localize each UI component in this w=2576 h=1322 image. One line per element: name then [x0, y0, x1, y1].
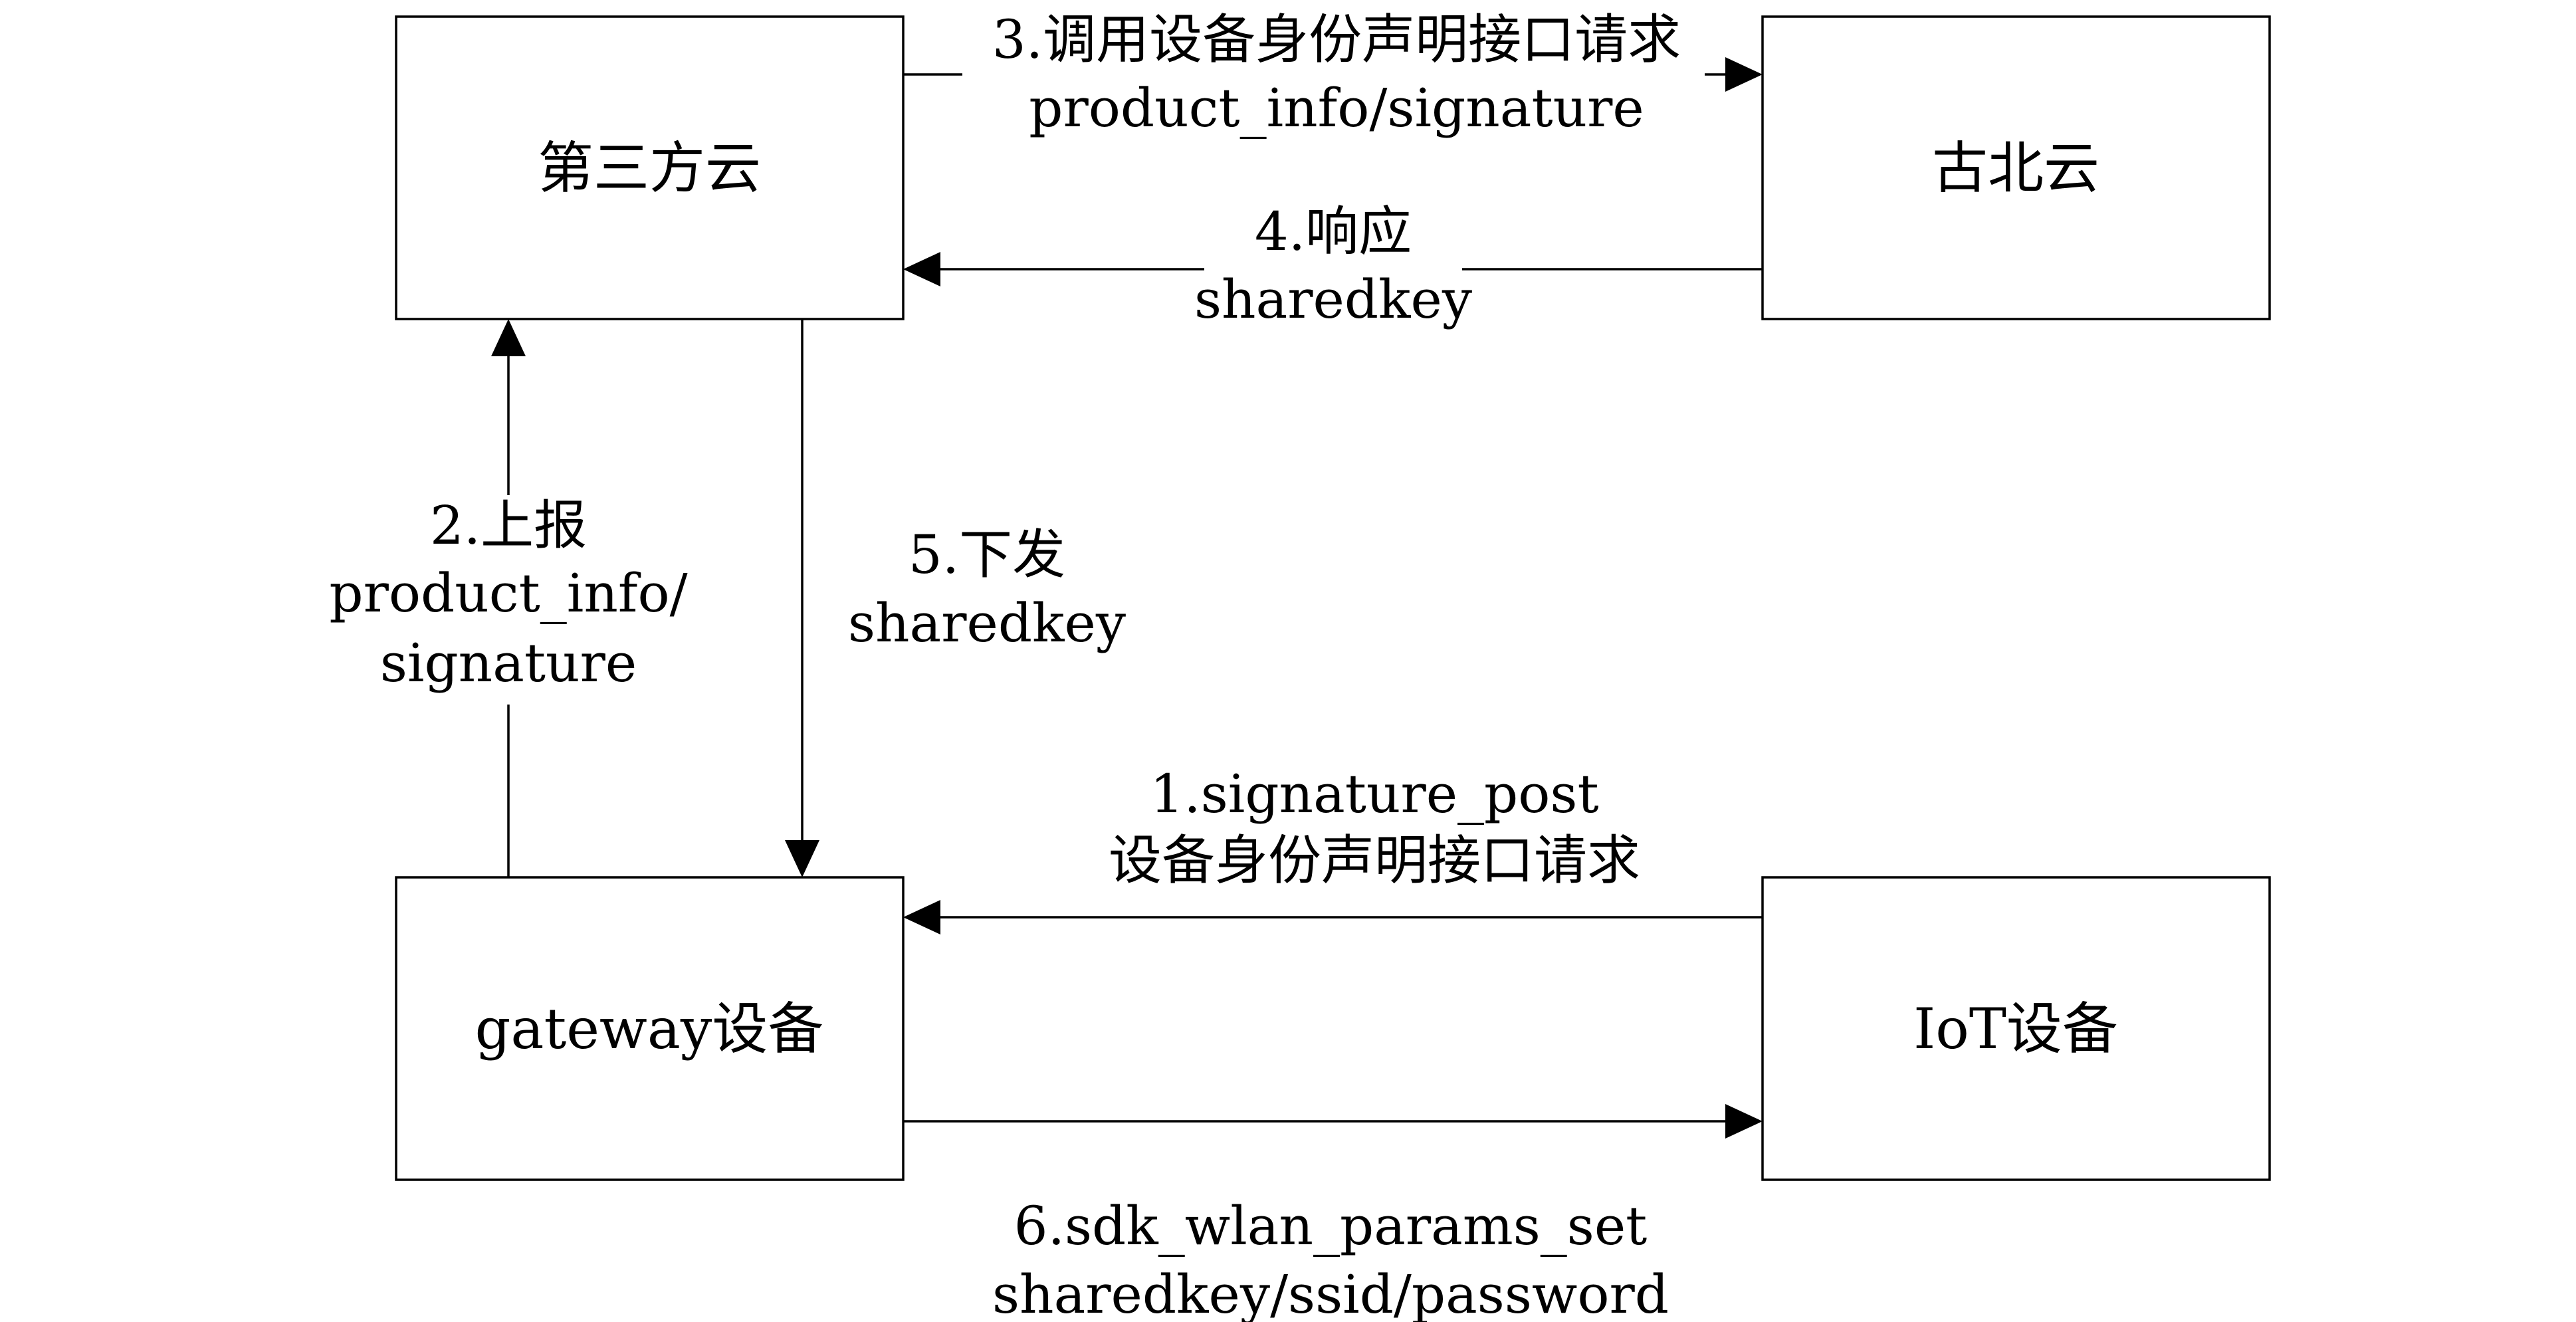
edge-label-line1: 6.sdk_wlan_params_set	[1014, 1195, 1648, 1257]
node-label: 古北云	[1932, 136, 2099, 201]
edge-label-line2: 设备身份声明接口请求	[1109, 829, 1640, 891]
arrow-head-down-icon	[785, 840, 819, 877]
arrow-head-up-icon	[491, 319, 526, 356]
edge-label-line2: product_info/	[329, 562, 687, 624]
edge-label-line1: 2.上报	[430, 495, 587, 556]
edge-step2: 2.上报 product_info/ signature	[329, 319, 688, 877]
arrow-head-right-icon	[1725, 57, 1763, 92]
node-box	[395, 15, 905, 320]
node-gateway-device: gateway设备	[395, 876, 905, 1181]
edge-step1: 1.signature_post 设备身份声明接口请求	[903, 763, 1763, 935]
edge-label-line3: signature	[380, 632, 637, 694]
node-gubei-cloud: 古北云	[1761, 15, 2271, 320]
edge-step4: 4.响应 sharedkey	[903, 201, 1763, 330]
node-box	[1761, 876, 2271, 1181]
edge-step5: 5.下发 sharedkey	[785, 319, 1126, 877]
edge-label-line2: sharedkey	[848, 592, 1126, 654]
arrow-head-right-icon	[1725, 1104, 1763, 1139]
edge-step6: 6.sdk_wlan_params_set sharedkey/ssid/pas…	[903, 1104, 1763, 1322]
node-box	[1761, 15, 2271, 320]
node-label: gateway设备	[475, 996, 824, 1061]
edge-label-line1: 5.下发	[909, 524, 1065, 586]
edge-label-line2: product_info/signature	[1029, 77, 1644, 139]
edge-label-line2: sharedkey	[1194, 269, 1472, 330]
node-third-party-cloud: 第三方云	[395, 15, 905, 320]
edge-step3: 3.调用设备身份声明接口请求 product_info/signature	[903, 9, 1763, 139]
edge-label-line1: 4.响应	[1255, 201, 1412, 263]
node-iot-device: IoT设备	[1761, 876, 2271, 1181]
node-box	[395, 876, 905, 1181]
arrow-head-left-icon	[903, 900, 940, 935]
edge-label-line1: 3.调用设备身份声明接口请求	[992, 9, 1681, 70]
edge-label-line2: sharedkey/ssid/password	[992, 1264, 1669, 1322]
node-label: IoT设备	[1913, 996, 2118, 1061]
arrow-head-left-icon	[903, 252, 940, 286]
edge-label-line1: 1.signature_post	[1150, 763, 1598, 825]
node-label: 第三方云	[538, 136, 761, 201]
